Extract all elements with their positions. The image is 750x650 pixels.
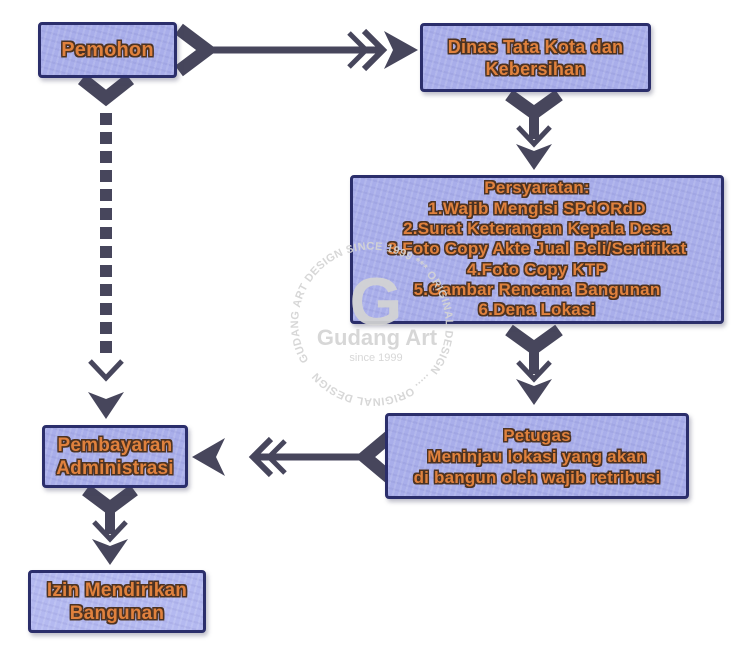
node-dinas-line: Dinas Tata Kota dan xyxy=(447,36,624,57)
arrow-persyaratan-to-petugas xyxy=(505,324,563,405)
arrow-dinas-to-persyaratan xyxy=(505,89,563,170)
node-persyaratan: Persyaratan: 1.Wajib Mengisi SPdORdD 2.S… xyxy=(350,175,724,324)
node-petugas-line: Petugas xyxy=(503,425,571,445)
node-persyaratan-item: 3.Foto Copy Akte Jual Beli/Sertifikat xyxy=(387,239,687,259)
arrow-petugas-to-pembayaran xyxy=(192,431,395,483)
node-persyaratan-item: 4.Foto Copy KTP xyxy=(467,259,607,279)
watermark-brand: Gudang Art xyxy=(317,325,438,350)
arrow-pembayaran-to-izin xyxy=(82,484,138,565)
node-petugas-line: Meninjau lokasi yang akan xyxy=(427,446,647,466)
node-izin-line: Izin Mendirikan xyxy=(46,579,188,601)
node-persyaratan-item: 2.Surat Keterangan Kepala Desa xyxy=(403,219,671,239)
arrow-pemohon-to-pembayaran-dotted xyxy=(77,73,135,419)
node-persyaratan-item: 6.Dena Lokasi xyxy=(478,300,596,320)
node-pembayaran-line: Pembayaran xyxy=(57,434,173,456)
node-pembayaran-line: Administrasi xyxy=(56,457,174,479)
node-dinas-tata-kota: Dinas Tata Kota dan Kebersihan xyxy=(420,23,651,92)
node-petugas: Petugas Meninjau lokasi yang akan di ban… xyxy=(385,413,689,499)
watermark-tagline: since 1999 xyxy=(349,352,402,364)
node-dinas-line: Kebersihan xyxy=(485,58,586,79)
arrow-pemohon-to-dinas xyxy=(175,23,418,77)
node-pembayaran-administrasi: Pembayaran Administrasi xyxy=(42,425,188,488)
node-pemohon: Pemohon xyxy=(38,22,177,78)
node-petugas-line: di bangun oleh wajib retribusi xyxy=(413,467,661,487)
node-persyaratan-title: Persyaratan: xyxy=(484,178,590,198)
node-persyaratan-item: 5.Gambar Rencana Bangunan xyxy=(413,279,661,299)
node-pemohon-label: Pemohon xyxy=(61,38,154,61)
node-izin-line: Bangunan xyxy=(69,602,165,624)
node-persyaratan-item: 1.Wajib Mengisi SPdORdD xyxy=(428,198,646,218)
node-izin-mendirikan-bangunan: Izin Mendirikan Bangunan xyxy=(28,570,206,633)
